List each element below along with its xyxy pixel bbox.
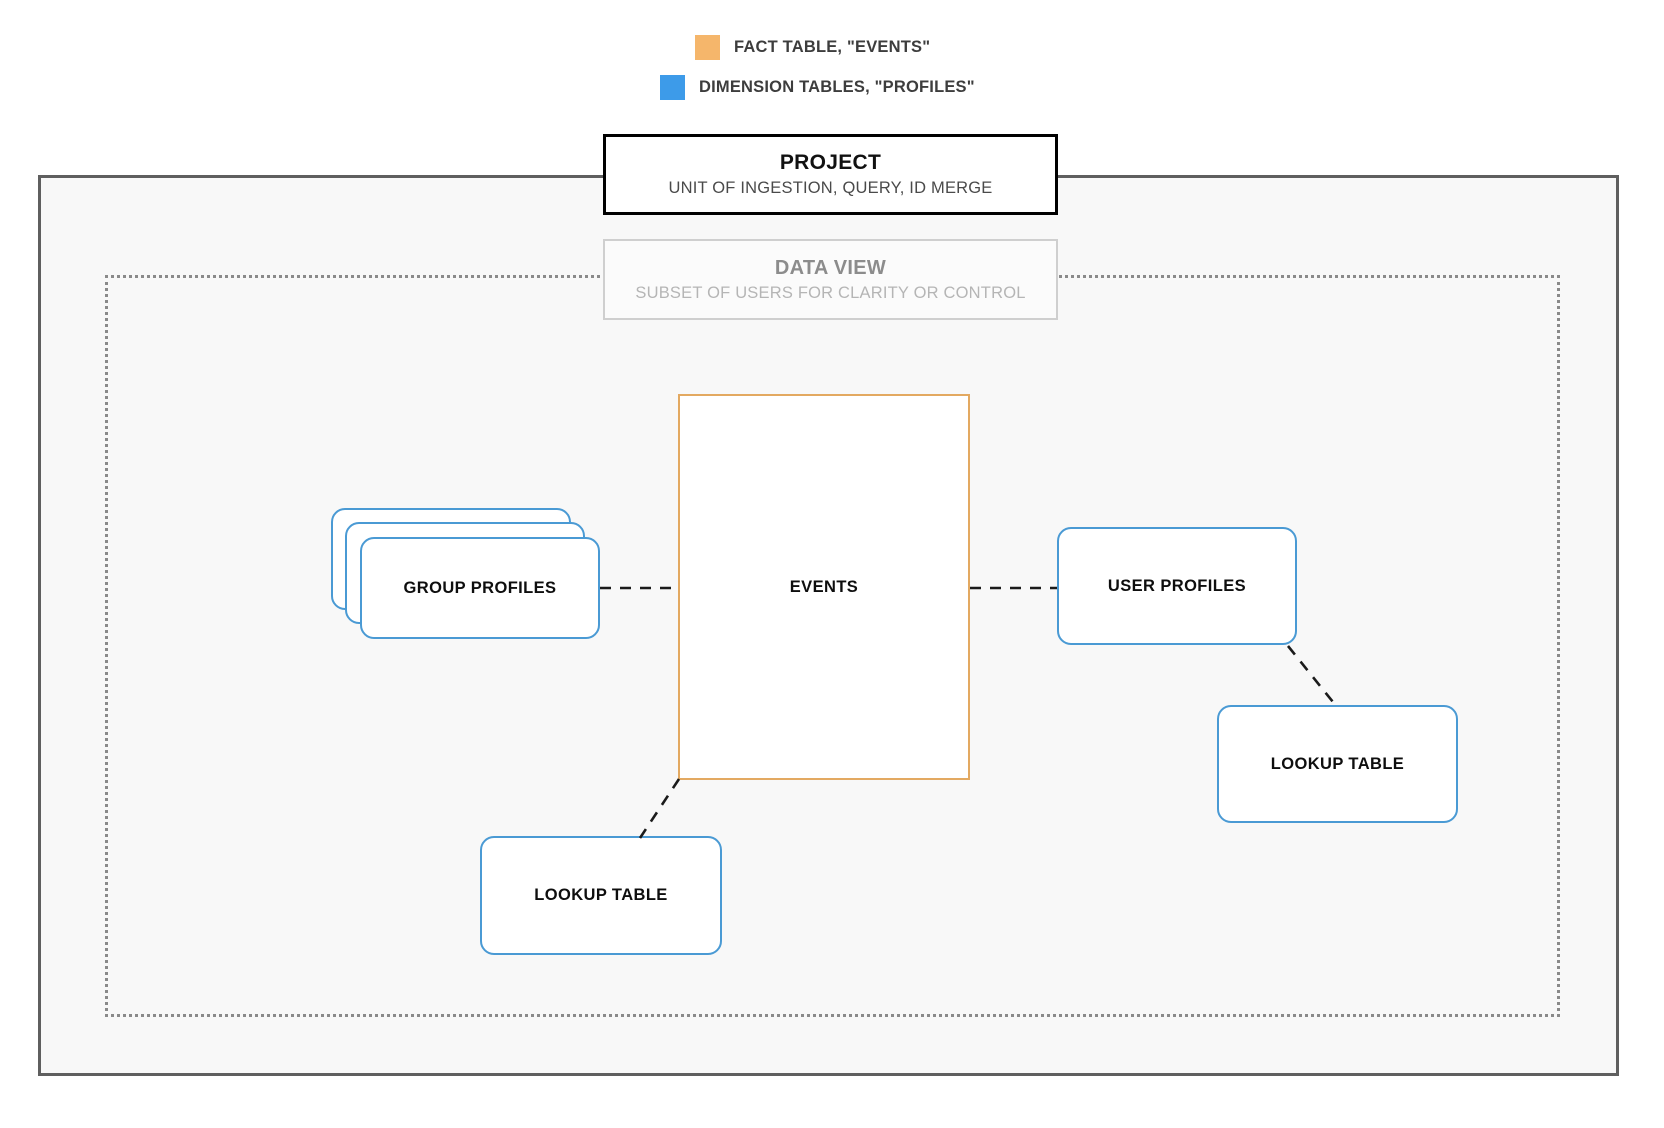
dataview-card-subtitle: SUBSET OF USERS FOR CLARITY OR CONTROL <box>635 283 1026 302</box>
node-group-profiles[interactable]: GROUP PROFILES <box>360 537 600 639</box>
project-card: PROJECT UNIT OF INGESTION, QUERY, ID MER… <box>603 134 1058 215</box>
project-card-subtitle: UNIT OF INGESTION, QUERY, ID MERGE <box>668 179 993 198</box>
square-swatch-icon <box>660 75 685 100</box>
node-events[interactable]: EVENTS <box>678 394 970 780</box>
node-lookup-table-right[interactable]: LOOKUP TABLE <box>1217 705 1458 823</box>
project-card-title: PROJECT <box>779 150 882 174</box>
legend-item-fact-table: FACT TABLE, "EVENTS" <box>695 35 930 60</box>
legend-label-dimension-tables: DIMENSION TABLES, "PROFILES" <box>699 78 975 96</box>
node-lookup-table-left-label: LOOKUP TABLE <box>534 886 668 904</box>
legend-item-dimension-tables: DIMENSION TABLES, "PROFILES" <box>660 75 975 100</box>
legend-label-fact-table: FACT TABLE, "EVENTS" <box>734 38 931 56</box>
node-user-profiles-label: USER PROFILES <box>1107 576 1247 595</box>
node-lookup-table-left[interactable]: LOOKUP TABLE <box>480 836 722 955</box>
dataview-card: DATA VIEW SUBSET OF USERS FOR CLARITY OR… <box>603 239 1058 320</box>
node-group-profiles-label: GROUP PROFILES <box>403 578 557 597</box>
dataview-card-title: DATA VIEW <box>774 256 887 279</box>
node-events-label: EVENTS <box>789 577 859 596</box>
node-lookup-table-right-label: LOOKUP TABLE <box>1270 754 1405 773</box>
square-swatch-icon <box>695 35 720 60</box>
node-user-profiles[interactable]: USER PROFILES <box>1057 527 1297 645</box>
